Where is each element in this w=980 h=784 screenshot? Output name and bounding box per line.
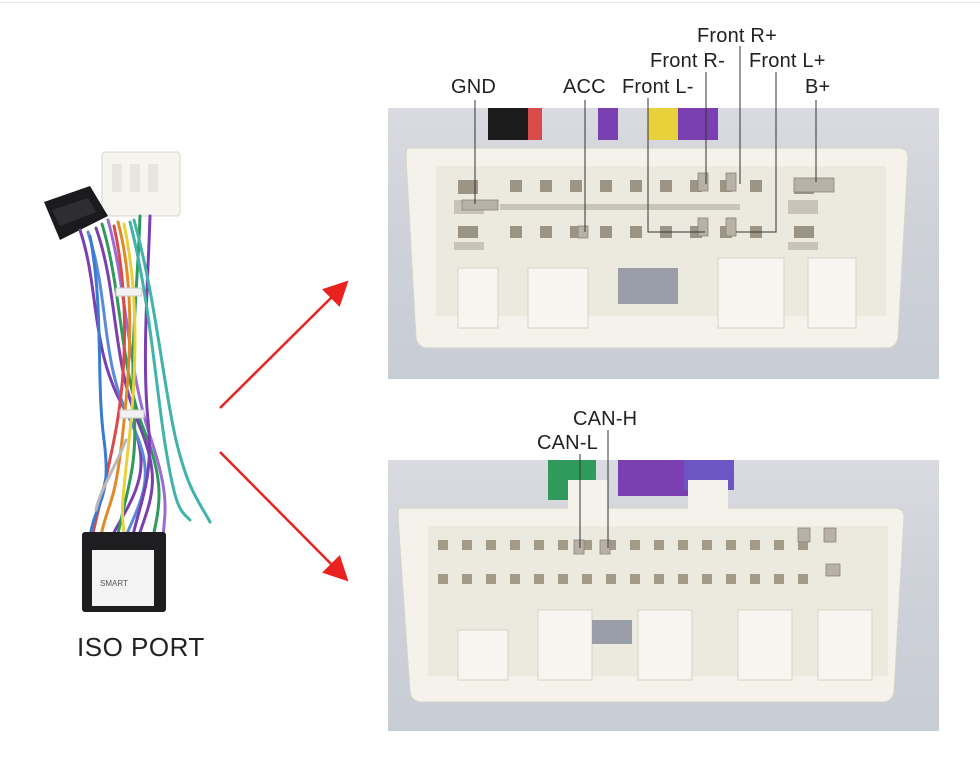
pin-label-b-plus: B+ [805,76,831,98]
pin-label-can-l: CAN-L [537,432,599,454]
pin-label-acc: ACC [563,76,606,98]
arrow-to-bottom-connector [219,451,349,582]
pin-label-front-l-plus: Front L+ [749,50,826,72]
pin-label-can-h: CAN-H [573,408,638,430]
bottom-connector-image [388,460,939,731]
pin-label-front-r-minus: Front R- [650,50,725,72]
iso-port-label: ISO PORT [77,632,205,662]
pin-label-gnd: GND [451,76,497,98]
wiring-harness-image: SMART [30,140,230,620]
pin-label-front-r-plus: Front R+ [697,25,777,47]
arrow-to-top-connector [219,280,349,409]
wiring-harness-drawing: SMART [44,151,212,612]
adapter-box-label: SMART [100,579,128,588]
top-connector-drawing [405,108,909,349]
pin-label-front-l-minus: Front L- [622,76,694,98]
top-connector-image [388,108,939,379]
bottom-connector-drawing [397,460,905,703]
top-divider [0,2,980,3]
